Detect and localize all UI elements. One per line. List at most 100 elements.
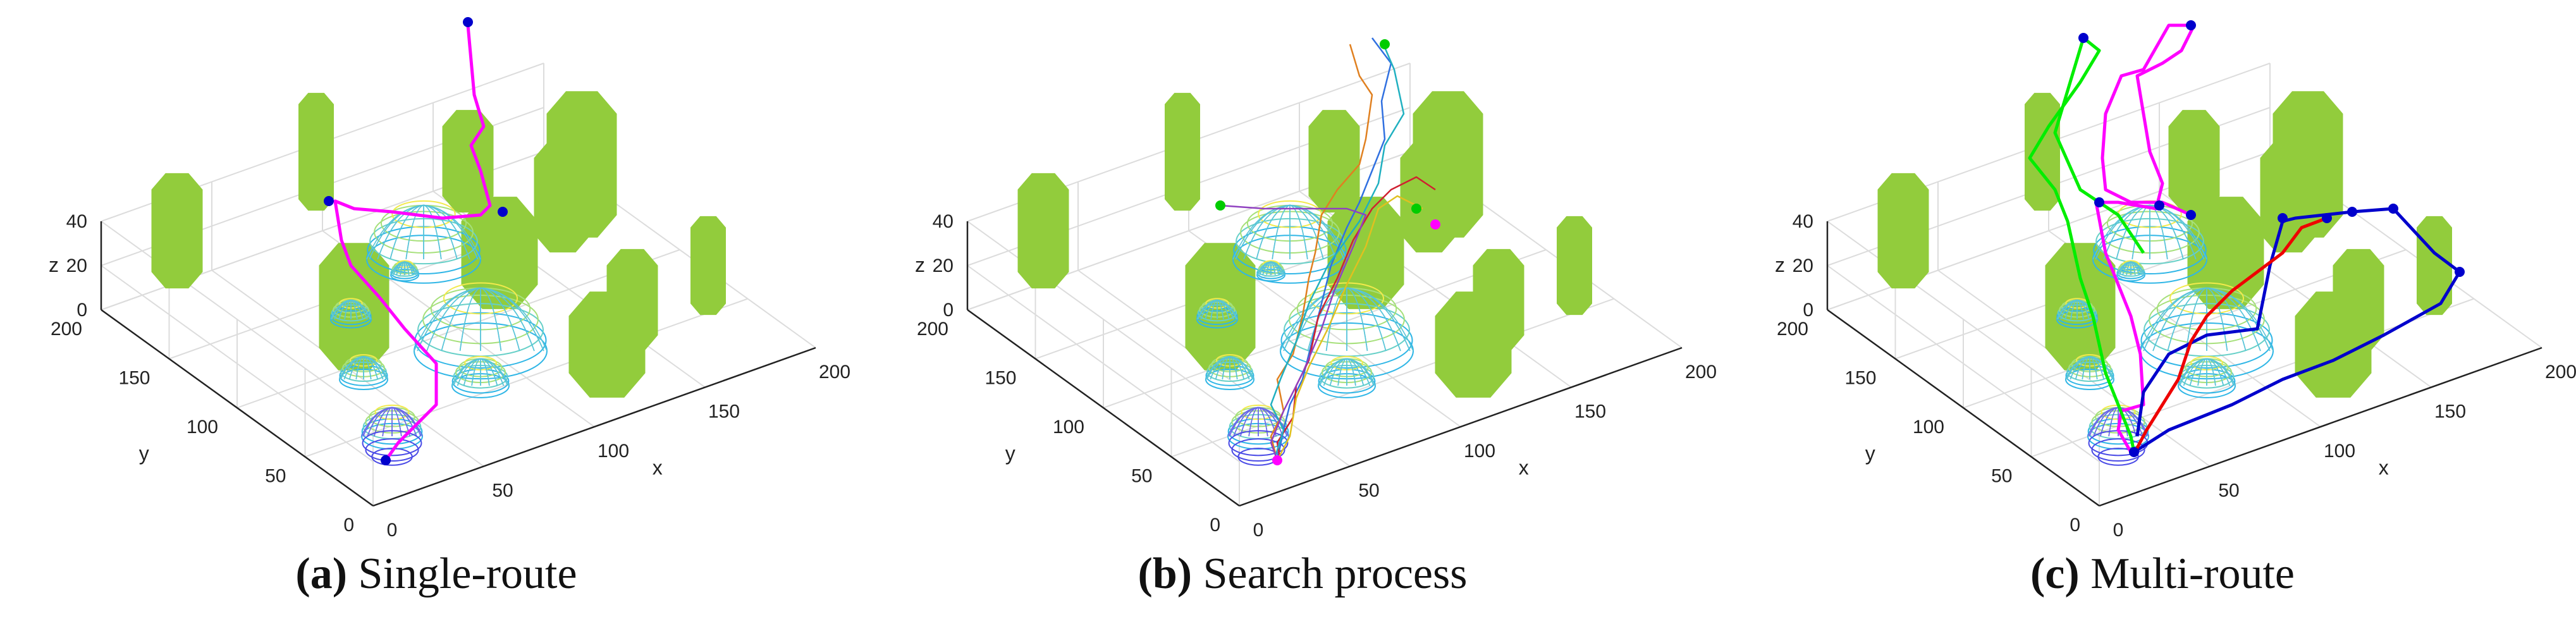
- obstacle-dome-meridian: [1229, 356, 1253, 380]
- obstacle-dome: [1196, 298, 1238, 329]
- obstacle-dome-meridian: [340, 356, 364, 380]
- obstacle-dome-meridian: [423, 204, 442, 260]
- obstacle-dome-meridian: [2206, 287, 2271, 352]
- search-trace: [1276, 37, 1392, 461]
- obstacle-dome-meridian: [405, 204, 424, 260]
- obstacle-dome-meridian: [441, 287, 481, 352]
- caption-c-label: (c): [2030, 549, 2080, 598]
- x-tick-label: 0: [387, 520, 398, 541]
- obstacle-dome: [330, 298, 372, 329]
- search-end-point: [1430, 219, 1440, 230]
- y-axis-line: [967, 309, 1240, 507]
- obstacle-dome: [1256, 260, 1285, 282]
- y-tick-label: 0: [2070, 515, 2080, 536]
- route-waypoint: [2186, 20, 2196, 30]
- obstacle-dome: [1205, 354, 1254, 390]
- obstacle-dome: [451, 355, 510, 398]
- z-tick-label: 40: [933, 211, 954, 232]
- obstacle-dome-meridian: [1272, 204, 1291, 260]
- obstacle-dome-meridian: [417, 287, 481, 352]
- x-tick-label: 200: [2545, 362, 2576, 383]
- search-trace: [1276, 195, 1423, 461]
- obstacle-dome-meridian: [2149, 204, 2168, 260]
- obstacle-dome-meridian: [2057, 299, 2078, 320]
- obstacle-dome-meridian: [1346, 358, 1375, 386]
- y-tick-label: 50: [1131, 466, 1152, 487]
- search-trace: [1220, 204, 1367, 461]
- route-waypoint: [2322, 213, 2332, 223]
- obstacle-prism: [606, 248, 658, 352]
- obstacle-sphere-ring: [2097, 448, 2139, 466]
- obstacle-dome-meridian: [1235, 204, 1291, 260]
- z-tick-label: 20: [933, 255, 954, 276]
- y-tick-label: 150: [984, 368, 1016, 389]
- obstacle-sphere-ring: [362, 430, 422, 457]
- x-tick-label: 150: [2434, 401, 2466, 422]
- obstacle-dome-meridian: [417, 287, 481, 352]
- obstacle-dome-meridian: [480, 358, 508, 386]
- route-waypoint: [324, 196, 334, 206]
- x-tick-label: 100: [1464, 441, 1495, 462]
- z-tick-label: 40: [66, 211, 87, 232]
- route-waypoint: [2278, 213, 2288, 223]
- obstacle-prism: [461, 197, 538, 309]
- x-tick-label: 0: [2113, 520, 2124, 541]
- grid-line: [967, 265, 1240, 462]
- obstacle-prism: [2417, 216, 2452, 316]
- y-axis-label: y: [1865, 442, 1875, 465]
- obstacle-dome: [390, 260, 419, 282]
- route-line: [333, 25, 492, 462]
- obstacle-dome-meridian: [2206, 358, 2235, 386]
- obstacle-dome: [1318, 355, 1376, 398]
- obstacle-dome-meridian: [2167, 287, 2207, 352]
- y-tick-label: 100: [187, 417, 218, 438]
- route-waypoint: [2186, 210, 2196, 220]
- obstacle-dome-meridian: [1257, 261, 1272, 276]
- x-axis-line: [372, 346, 816, 507]
- route-waypoint: [2154, 200, 2164, 211]
- y-tick-label: 200: [1777, 319, 1808, 340]
- x-axis-label: x: [1519, 456, 1529, 479]
- obstacle-dome: [2065, 354, 2114, 390]
- obstacle-sphere-ring: [1237, 448, 1279, 466]
- z-tick-label: 40: [1793, 211, 1813, 232]
- obstacle-dome-meridian: [1319, 358, 1347, 386]
- obstacle-dome-meridian: [1307, 287, 1347, 352]
- y-tick-label: 0: [1210, 515, 1220, 536]
- obstacle-dome-meridian: [350, 299, 371, 320]
- obstacle-sphere-ring: [1228, 430, 1289, 457]
- x-tick-label: 50: [492, 481, 513, 501]
- y-tick-label: 150: [1844, 368, 1876, 389]
- obstacle-prism: [2045, 243, 2116, 371]
- obstacle-sphere-meridian: [2088, 407, 2119, 437]
- obstacle-prism: [2187, 197, 2264, 309]
- y-axis-label: y: [1005, 442, 1015, 465]
- obstacle-dome-meridian: [1289, 204, 1308, 260]
- obstacle-dome-meridian: [2117, 261, 2131, 276]
- obstacle-dome-meridian: [363, 356, 387, 380]
- obstacle-dome-meridian: [1283, 287, 1347, 352]
- route-magenta: [2094, 23, 2196, 453]
- obstacle-dome-meridian: [2066, 356, 2090, 380]
- obstacle-dome-meridian: [1346, 287, 1368, 352]
- obstacle-prism: [442, 109, 494, 213]
- search-start-point: [1272, 455, 1282, 465]
- x-axis-label: x: [2379, 456, 2389, 479]
- x-axis-line: [2099, 346, 2542, 507]
- route-waypoint: [2388, 204, 2398, 214]
- caption-c-text: Multi-route: [2079, 549, 2295, 598]
- obstacle-dome-meridian: [453, 358, 481, 386]
- obstacle-dome-meridian: [331, 299, 352, 320]
- x-tick-label: 150: [1574, 401, 1606, 422]
- route-green: [2028, 36, 2145, 453]
- z-tick-label: 20: [1793, 255, 1813, 276]
- obstacle-sphere-meridian: [1229, 407, 1259, 437]
- grid-line: [101, 221, 374, 418]
- obstacle-prism: [1400, 139, 1458, 253]
- route-start-point: [381, 455, 391, 465]
- obstacle-prism: [2260, 139, 2318, 253]
- grid-line: [236, 249, 680, 408]
- x-tick-label: 100: [2324, 441, 2355, 462]
